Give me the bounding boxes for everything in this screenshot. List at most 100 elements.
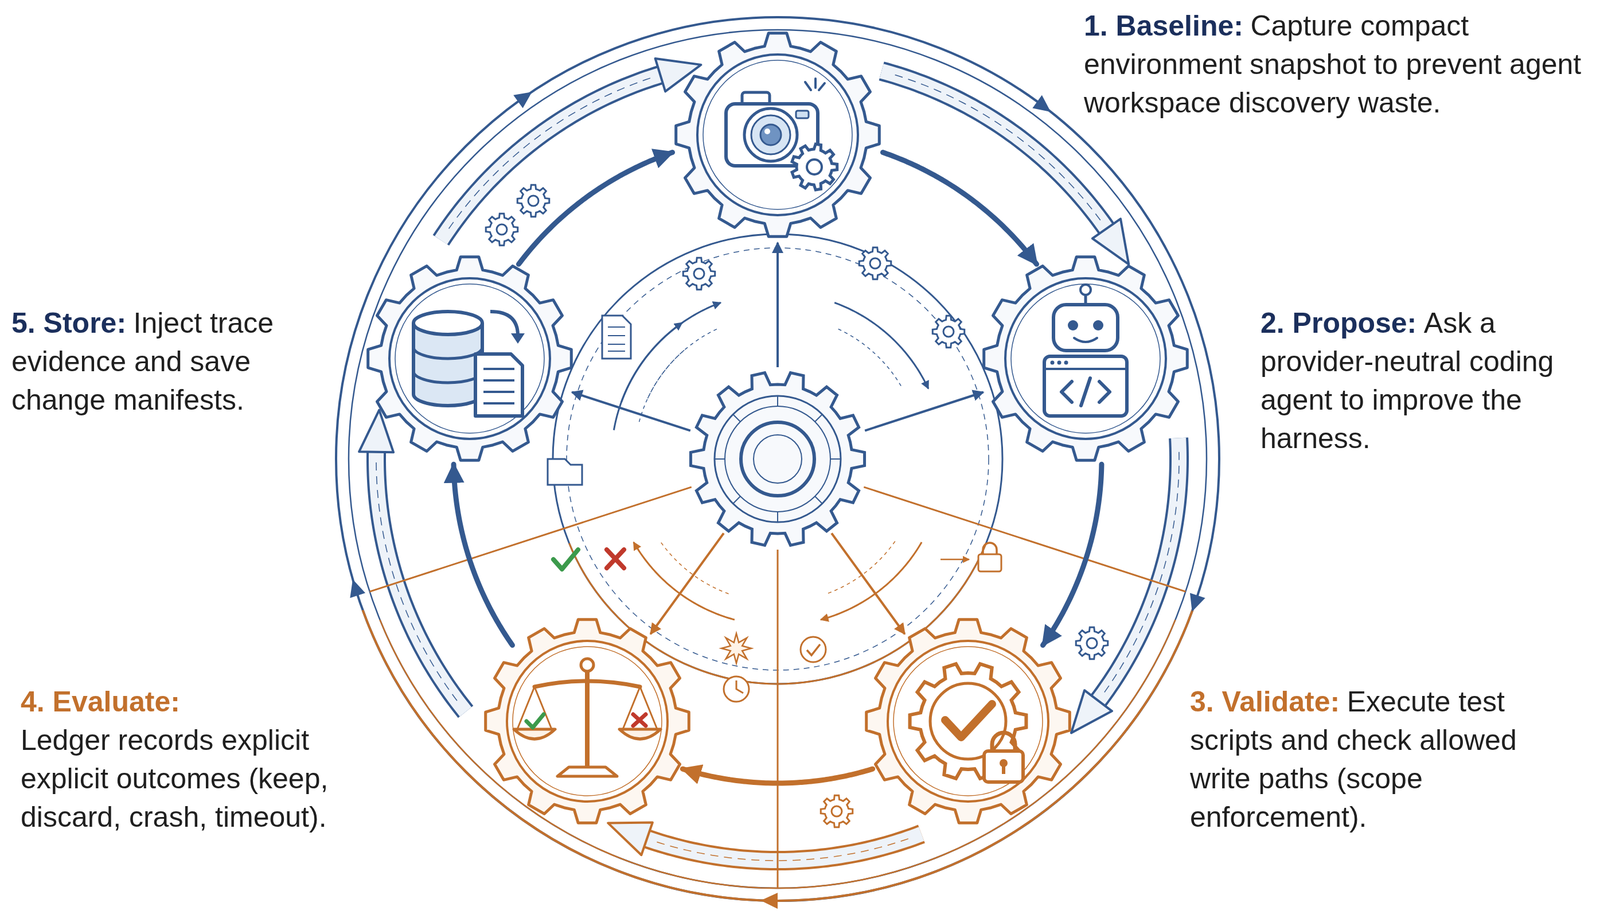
ring-arrowhead (1189, 592, 1206, 612)
flow-arrow (682, 768, 873, 783)
band-arrowhead (1092, 218, 1129, 264)
gear-icon (513, 658, 661, 776)
flow-arrow (882, 152, 1037, 265)
document-icon (607, 350, 626, 352)
gear-icon (764, 128, 771, 135)
gear-icon (910, 663, 1027, 782)
flow-arc (834, 302, 929, 389)
gear-icon (1057, 360, 1062, 365)
band-arrowhead (607, 821, 653, 855)
spoke (571, 392, 690, 431)
band-arrow (881, 71, 1107, 229)
spoke (831, 532, 905, 634)
gear-icon (1050, 360, 1055, 365)
small-gear (1086, 637, 1098, 649)
gear-icon (744, 108, 798, 162)
band-arrow (646, 833, 922, 861)
small-gear (693, 268, 705, 279)
step-heading: 4. Evaluate: (20, 685, 181, 718)
gear-icon (367, 256, 572, 461)
gear-icon (992, 732, 1016, 752)
band-arrowhead (1071, 689, 1112, 733)
flow-arc (639, 348, 686, 422)
folder-icon (547, 458, 583, 485)
step-label: 5. Store:Inject trace evidence and save … (11, 303, 333, 420)
gear-icon (483, 402, 515, 405)
gear-icon (726, 78, 838, 190)
lock-icon (978, 553, 1002, 572)
gear-outline (864, 617, 1072, 825)
gear-icon (945, 703, 993, 737)
document-icon (602, 315, 631, 359)
process-gear: 1. Baseline:Capture compact environment … (674, 31, 881, 238)
hub-gear (714, 395, 841, 522)
band-arrow (376, 451, 466, 712)
hub-gear (740, 422, 815, 496)
small-gear (943, 326, 954, 337)
gear-icon (893, 646, 1043, 796)
hub-gear (777, 511, 779, 522)
gear-icon (760, 124, 782, 146)
gear-icon (483, 367, 515, 370)
small-gear (496, 224, 507, 235)
leader-arrow (940, 558, 970, 561)
gear-outline (366, 255, 573, 462)
gear-icon (633, 713, 646, 726)
spoke (776, 242, 779, 368)
sector-line (863, 486, 1186, 592)
hub-gear (830, 458, 841, 460)
gear-icon (984, 750, 1024, 782)
hub-gear (690, 372, 865, 546)
gear-icon (805, 78, 825, 91)
gear-icon (1011, 283, 1161, 433)
small-gear (528, 195, 539, 206)
gear-icon (703, 60, 853, 210)
gear-icon (413, 346, 483, 383)
process-gear: 3. Validate:Execute test scripts and che… (864, 617, 1072, 825)
band-arrow (895, 75, 1103, 224)
flow-arrow (453, 463, 513, 645)
gear-icon (795, 110, 809, 119)
ring-arrowhead (513, 91, 532, 108)
document-icon (607, 326, 626, 328)
spoke (650, 532, 724, 634)
gear-icon (1093, 320, 1104, 331)
gear-icon (413, 311, 525, 416)
band-arrow (376, 458, 458, 701)
gear-icon (751, 115, 791, 155)
flow-arc (647, 328, 717, 398)
band-arrow (653, 838, 909, 861)
check-icon (806, 644, 821, 655)
flow-arc (820, 541, 922, 620)
gear-icon (395, 283, 545, 433)
gear-icon (866, 619, 1071, 823)
band-arrow (646, 833, 922, 861)
gear-icon (887, 640, 1049, 802)
band-arrow (881, 71, 1107, 229)
flow-arc (660, 540, 729, 594)
gear-icon (557, 766, 618, 776)
band-arrow (1098, 437, 1180, 701)
small-gear (869, 258, 881, 269)
hub-gear (814, 496, 823, 504)
gear-outline (674, 31, 881, 238)
gear-icon (483, 379, 515, 382)
hub-gear (732, 496, 741, 504)
gear-icon (517, 686, 658, 729)
small-gear (683, 257, 716, 290)
gear-icon (1044, 356, 1127, 416)
clock-icon (723, 676, 749, 702)
sector-line (777, 549, 779, 888)
gear-icon (1064, 360, 1069, 365)
flow-arc (838, 328, 903, 388)
step-heading: 5. Store: (11, 306, 127, 339)
gear-outline (982, 255, 1189, 462)
flow-arc (826, 540, 896, 594)
gear-icon (1001, 763, 1006, 774)
gear-icon (512, 646, 662, 796)
step-heading: 1. Baseline: (1083, 9, 1244, 42)
process-gear: 2. Propose:Ask a provider-neutral coding… (982, 255, 1189, 462)
cross-mark (606, 549, 624, 568)
step-heading: 3. Validate: (1189, 685, 1340, 718)
step-label: 2. Propose:Ask a provider-neutral coding… (1260, 303, 1594, 458)
